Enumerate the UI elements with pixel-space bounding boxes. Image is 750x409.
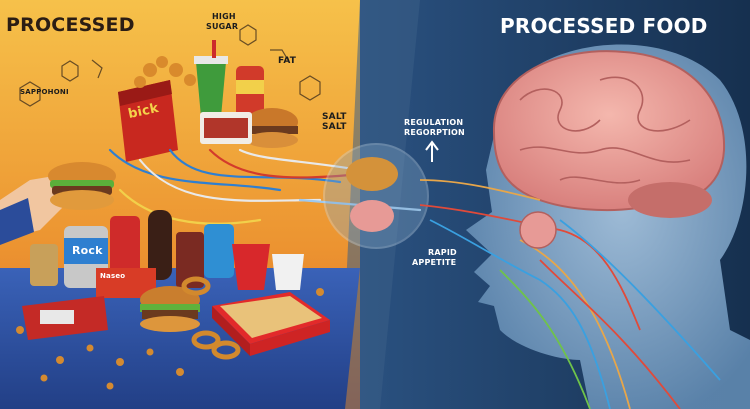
drink-cup [194,40,228,128]
burger-top [246,108,298,148]
magnifier-bubble [323,143,429,249]
left-title: PROCESSED [6,14,135,36]
flow-arrows [108,148,422,225]
fat-label: FAT [278,56,297,66]
table-cans [30,210,304,298]
onion-rings [181,276,241,360]
snack-pile [134,56,196,88]
tray-brand: Naseo [100,272,126,280]
regulation-arrow [425,140,439,162]
hand-with-burger [0,162,116,245]
meat-tray [200,112,252,144]
molecule-label: SAPPOHONI [20,88,69,96]
snack-box [22,296,108,340]
appetite-label: APPETITE [412,258,457,267]
burger-table [140,286,200,332]
regulation-label: REGULATION [404,118,464,127]
pizza-box [212,292,330,356]
nerve-lines [419,179,721,409]
organ-circle [519,211,557,249]
chip-bag [118,80,178,162]
rapid-label: RAPID [428,248,457,257]
high-sugar-label-line2: SUGAR [206,22,239,31]
reception-label: REGORPTION [404,128,465,137]
molecule-doodles [19,24,321,107]
can-brand: Rock [72,244,103,257]
soda-can-top [236,66,264,122]
scattered-snacks [16,288,324,390]
high-sugar-label-line1: HIGH [212,12,236,21]
right-title: PROCESSED FOOD [500,14,708,38]
brain [492,50,726,218]
salt-label-1: SALT [322,112,347,122]
salt-label-2: SALT [322,122,347,132]
